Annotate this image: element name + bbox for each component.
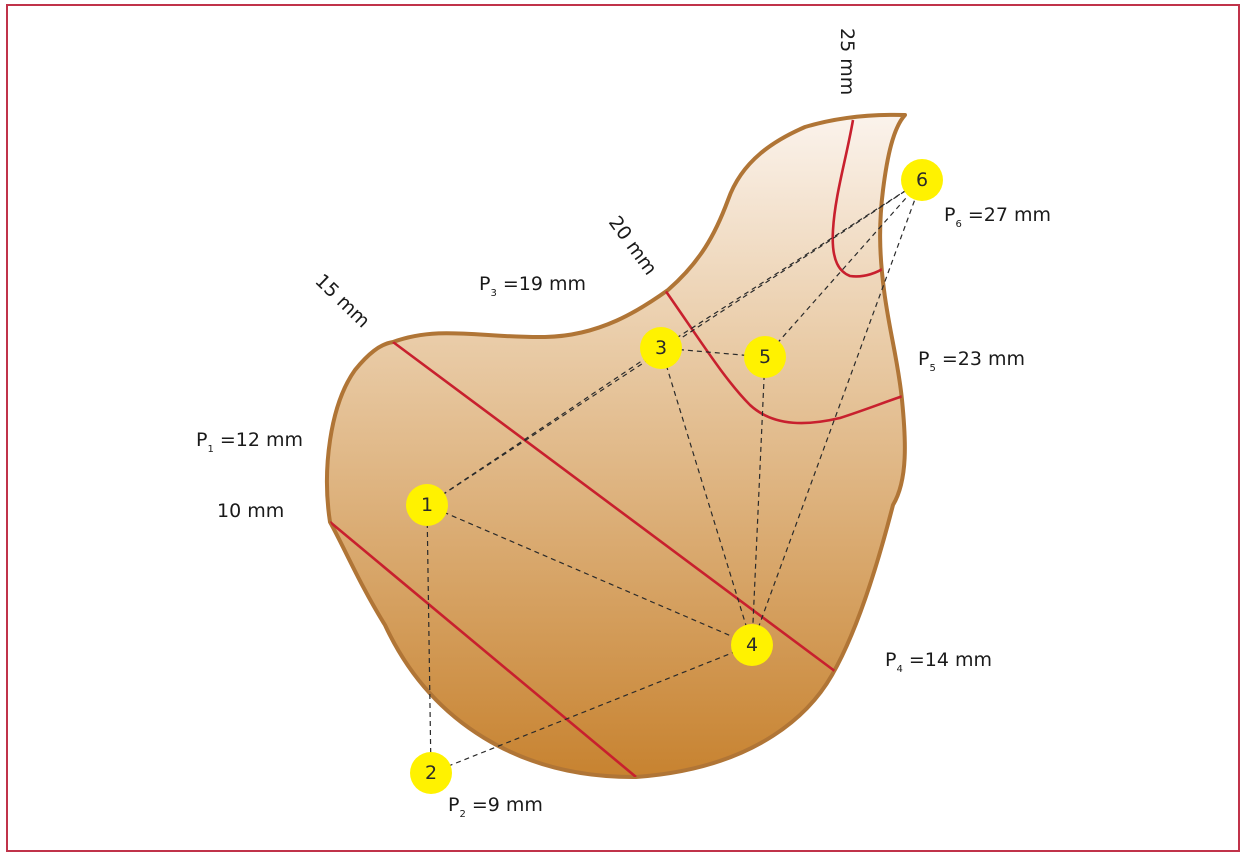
point-number-5: 5 xyxy=(759,346,771,368)
point-marker-1: 1 xyxy=(406,484,448,526)
point-number-4: 4 xyxy=(746,634,758,656)
point-marker-5: 5 xyxy=(744,336,786,378)
point-number-2: 2 xyxy=(425,762,437,784)
contour-label-25mm: 25 mm xyxy=(836,28,858,95)
point-label-3: P3=19 mm xyxy=(479,273,586,299)
point-marker-3: 3 xyxy=(640,327,682,369)
point-label-4: P4=14 mm xyxy=(885,649,992,675)
point-label-2: P2=9 mm xyxy=(448,794,543,820)
point-label-6: P6=27 mm xyxy=(944,204,1051,230)
point-marker-6: 6 xyxy=(901,159,943,201)
contour-label-15mm: 15 mm xyxy=(311,270,375,333)
point-marker-4: 4 xyxy=(731,624,773,666)
point-label-5: P5=23 mm xyxy=(918,348,1025,374)
contour-label-20mm: 20 mm xyxy=(604,212,661,279)
point-number-1: 1 xyxy=(421,494,433,516)
point-marker-2: 2 xyxy=(410,752,452,794)
region-shape xyxy=(327,115,905,777)
contour-label-10mm: 10 mm xyxy=(217,500,284,522)
point-number-3: 3 xyxy=(655,337,667,359)
point-label-1: P1=12 mm xyxy=(196,429,303,455)
point-number-6: 6 xyxy=(916,169,928,191)
